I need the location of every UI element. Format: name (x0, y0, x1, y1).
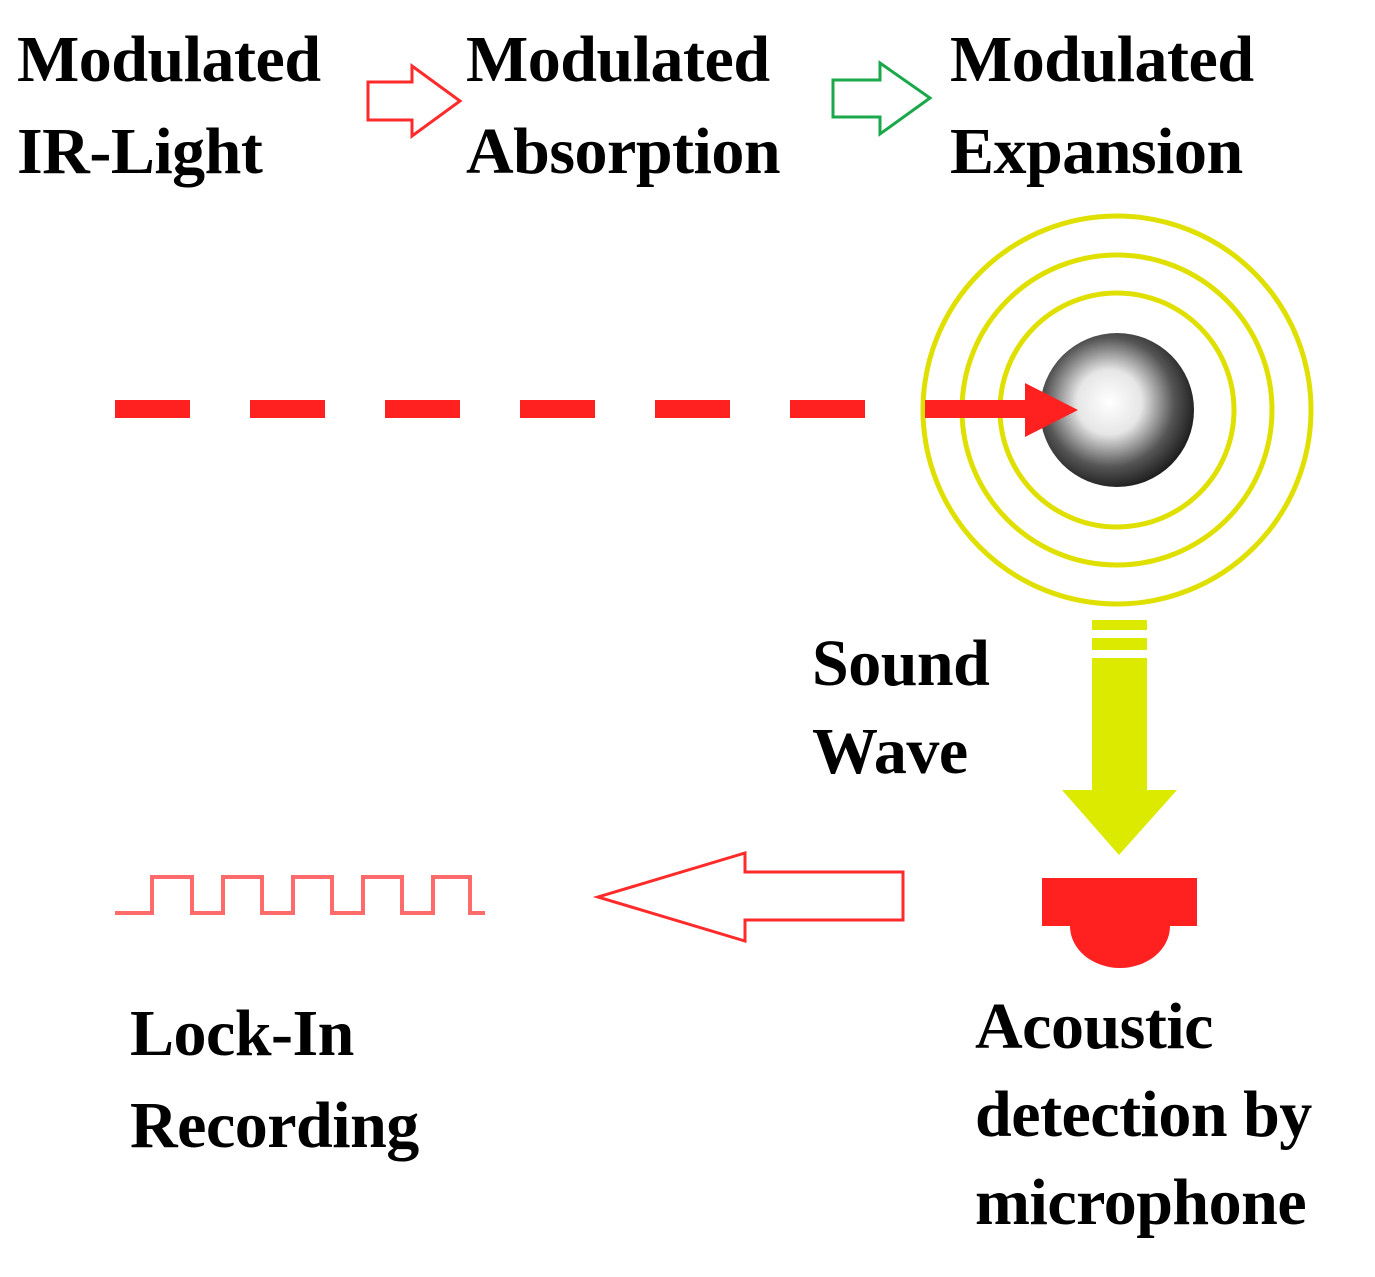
ir-beam-arrowhead-icon (1025, 383, 1078, 437)
sound-wave-arrow-icon (1062, 620, 1177, 855)
detector-line2: detection by (975, 1078, 1312, 1151)
lock-in-line1: Lock-In (130, 997, 354, 1070)
stage-label-line2: Absorption (466, 115, 781, 188)
detector-line1: Acoustic (975, 990, 1213, 1063)
sound-wave-label: Sound Wave (812, 620, 990, 796)
square-wave-icon (115, 875, 485, 915)
sound-wave-line2: Wave (812, 715, 968, 788)
acoustic-detection-label: Acoustic detection by microphone (975, 983, 1312, 1247)
stage-ir-light-label: Modulated IR-Light (17, 14, 321, 198)
stage-label-line1: Modulated (17, 23, 321, 96)
stage-label-line1: Modulated (950, 23, 1254, 96)
stage-label-line2: IR-Light (17, 115, 263, 188)
signal-return-arrow-icon (592, 850, 905, 944)
sound-wave-line1: Sound (812, 627, 990, 700)
stage-label-line2: Expansion (950, 115, 1243, 188)
ir-beam-dashed-line (115, 400, 1030, 418)
lock-in-label: Lock-In Recording (130, 988, 419, 1172)
detector-line3: microphone (975, 1166, 1307, 1239)
particle-sphere-icon (1040, 333, 1194, 487)
stage-expansion-label: Modulated Expansion (950, 14, 1254, 198)
red-flow-arrow-icon (366, 63, 463, 139)
green-flow-arrow-icon (831, 60, 933, 137)
microphone-icon (1042, 878, 1197, 968)
stage-absorption-label: Modulated Absorption (466, 14, 781, 198)
stage-label-line1: Modulated (466, 23, 770, 96)
lock-in-line2: Recording (130, 1089, 419, 1162)
